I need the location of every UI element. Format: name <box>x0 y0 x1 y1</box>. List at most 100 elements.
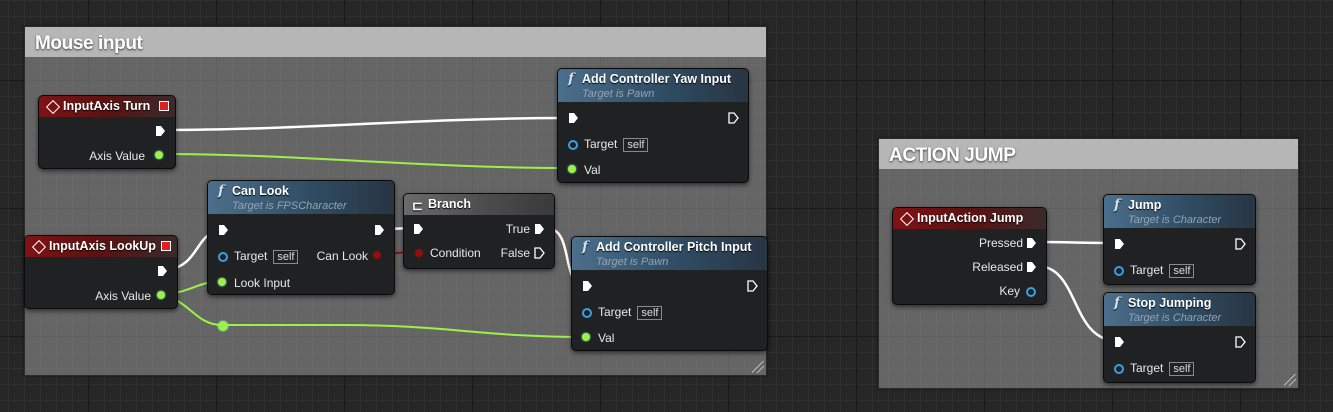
node-title: Branch <box>428 197 472 211</box>
node-subtitle: Target is FPSCharacter <box>232 200 347 212</box>
event-icon <box>45 99 61 115</box>
self-default-field[interactable]: self <box>637 306 663 320</box>
node-subtitle: Target is Pawn <box>596 256 669 268</box>
node-stop-jumping[interactable]: f Stop Jumping Target is Character Targe… <box>1103 292 1256 383</box>
exec-in-pin-icon[interactable] <box>568 112 579 124</box>
resize-grip-icon[interactable] <box>1284 374 1296 386</box>
exec-out-pin-icon[interactable] <box>374 224 385 236</box>
pin-can-look: Can Look <box>316 249 368 263</box>
bool-pin-icon[interactable] <box>415 249 423 257</box>
function-icon: f <box>582 239 589 255</box>
exec-out-pin-icon[interactable] <box>534 247 545 259</box>
pin-pressed: Pressed <box>978 236 1023 250</box>
function-icon: f <box>568 71 575 87</box>
node-title: InputAxis Turn <box>63 99 151 113</box>
node-subtitle: Target is Character <box>1128 214 1222 226</box>
node-header: f Add Controller Pitch Input Target is P… <box>572 237 767 270</box>
event-icon <box>31 239 47 255</box>
pin-val: Val <box>584 163 601 177</box>
float-pin-icon[interactable] <box>582 333 590 341</box>
delegate-pin-icon[interactable] <box>159 101 169 111</box>
pin-axis-value: Axis Value <box>89 149 145 163</box>
float-pin-icon[interactable] <box>568 165 576 173</box>
exec-in-pin-icon[interactable] <box>582 280 593 292</box>
object-pin-icon[interactable] <box>582 308 592 318</box>
node-header: f Add Controller Yaw Input Target is Paw… <box>558 69 748 102</box>
exec-out-pin-icon[interactable] <box>1026 261 1037 273</box>
node-inputaction-jump[interactable]: InputAction Jump Pressed Released Key <box>892 207 1047 305</box>
pin-axis-value: Axis Value <box>95 289 151 303</box>
pin-val: Val <box>598 331 615 345</box>
self-default-field[interactable]: self <box>1169 362 1195 376</box>
pin-key: Key <box>999 284 1020 298</box>
float-pin-icon[interactable] <box>218 278 226 286</box>
node-header: InputAxis LookUp <box>25 236 177 257</box>
bool-pin-icon[interactable] <box>373 251 381 259</box>
function-icon: f <box>1114 197 1121 213</box>
exec-out-pin-icon[interactable] <box>534 223 545 235</box>
exec-out-pin-icon[interactable] <box>1235 336 1246 348</box>
pin-look-input: Look Input <box>234 276 291 290</box>
node-title: Stop Jumping <box>1128 296 1212 310</box>
node-add-controller-pitch-input[interactable]: f Add Controller Pitch Input Target is P… <box>571 236 768 351</box>
node-title: Add Controller Yaw Input <box>582 72 732 86</box>
node-header: InputAxis Turn <box>39 96 175 117</box>
exec-in-pin-icon[interactable] <box>218 224 229 236</box>
pin-released: Released <box>972 260 1023 274</box>
node-title: Jump <box>1128 198 1162 212</box>
exec-out-pin-icon[interactable] <box>155 125 166 137</box>
self-default-field[interactable]: self <box>1169 264 1195 278</box>
event-icon <box>899 211 915 227</box>
delegate-pin-icon[interactable] <box>161 241 171 251</box>
float-pin-icon[interactable] <box>157 291 165 299</box>
object-pin-icon[interactable] <box>1114 364 1124 374</box>
function-icon: f <box>1114 295 1121 311</box>
float-pin-icon[interactable] <box>155 151 163 159</box>
exec-out-pin-icon[interactable] <box>1026 237 1037 249</box>
node-subtitle: Target is Character <box>1128 312 1222 324</box>
exec-out-pin-icon[interactable] <box>728 112 739 124</box>
node-header: InputAction Jump <box>893 208 1046 229</box>
comment-title: Mouse input <box>25 27 766 57</box>
node-inputaxis-lookup[interactable]: InputAxis LookUp Axis Value <box>24 235 178 309</box>
branch-icon: ⊏ <box>412 198 423 213</box>
resize-grip-icon[interactable] <box>752 361 764 373</box>
pin-true: True <box>505 222 530 236</box>
node-header: ⊏ Branch <box>404 194 554 215</box>
node-header: f Stop Jumping Target is Character <box>1104 293 1255 326</box>
reroute-knot-icon[interactable] <box>218 321 228 331</box>
node-title: Add Controller Pitch Input <box>596 240 752 254</box>
exec-out-pin-icon[interactable] <box>747 280 758 292</box>
node-title: Can Look <box>232 184 289 198</box>
self-default-field[interactable]: self <box>623 138 649 152</box>
node-inputaxis-turn[interactable]: InputAxis Turn Axis Value <box>38 95 176 169</box>
function-icon: f <box>218 183 225 199</box>
node-branch[interactable]: ⊏ Branch True Condition False <box>403 193 555 269</box>
object-pin-icon[interactable] <box>218 252 228 262</box>
exec-in-pin-icon[interactable] <box>1114 336 1125 348</box>
exec-out-pin-icon[interactable] <box>1235 238 1246 250</box>
exec-out-pin-icon[interactable] <box>157 265 168 277</box>
node-add-controller-yaw-input[interactable]: f Add Controller Yaw Input Target is Paw… <box>557 68 749 183</box>
pin-condition: Condition <box>430 246 481 260</box>
node-header: f Jump Target is Character <box>1104 195 1255 228</box>
comment-title: ACTION JUMP <box>879 139 1298 169</box>
node-title: InputAction Jump <box>917 211 1024 225</box>
node-header: f Can Look Target is FPSCharacter <box>208 181 394 214</box>
pin-false: False <box>500 246 530 260</box>
node-subtitle: Target is Pawn <box>582 88 655 100</box>
node-can-look[interactable]: f Can Look Target is FPSCharacter Target… <box>207 180 395 295</box>
exec-in-pin-icon[interactable] <box>1114 238 1125 250</box>
exec-in-pin-icon[interactable] <box>413 223 424 235</box>
object-pin-icon[interactable] <box>568 140 578 150</box>
self-default-field[interactable]: self <box>273 250 299 264</box>
node-title: InputAxis LookUp <box>49 239 156 253</box>
key-pin-icon[interactable] <box>1026 287 1036 297</box>
object-pin-icon[interactable] <box>1114 266 1124 276</box>
